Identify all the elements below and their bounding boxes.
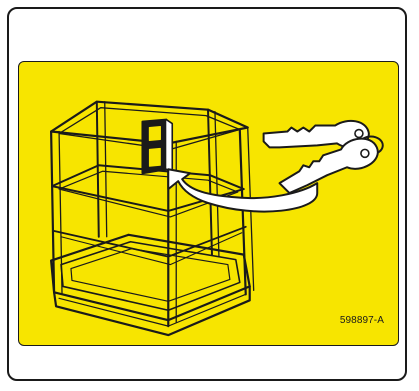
key-holder-icon (141, 118, 174, 175)
yellow-illustration-panel: 598897-A (18, 61, 399, 346)
keys-icon (262, 119, 384, 195)
illustration (50, 100, 384, 337)
part-number-label: 598897-A (339, 315, 384, 326)
curved-arrow-icon (167, 168, 319, 213)
